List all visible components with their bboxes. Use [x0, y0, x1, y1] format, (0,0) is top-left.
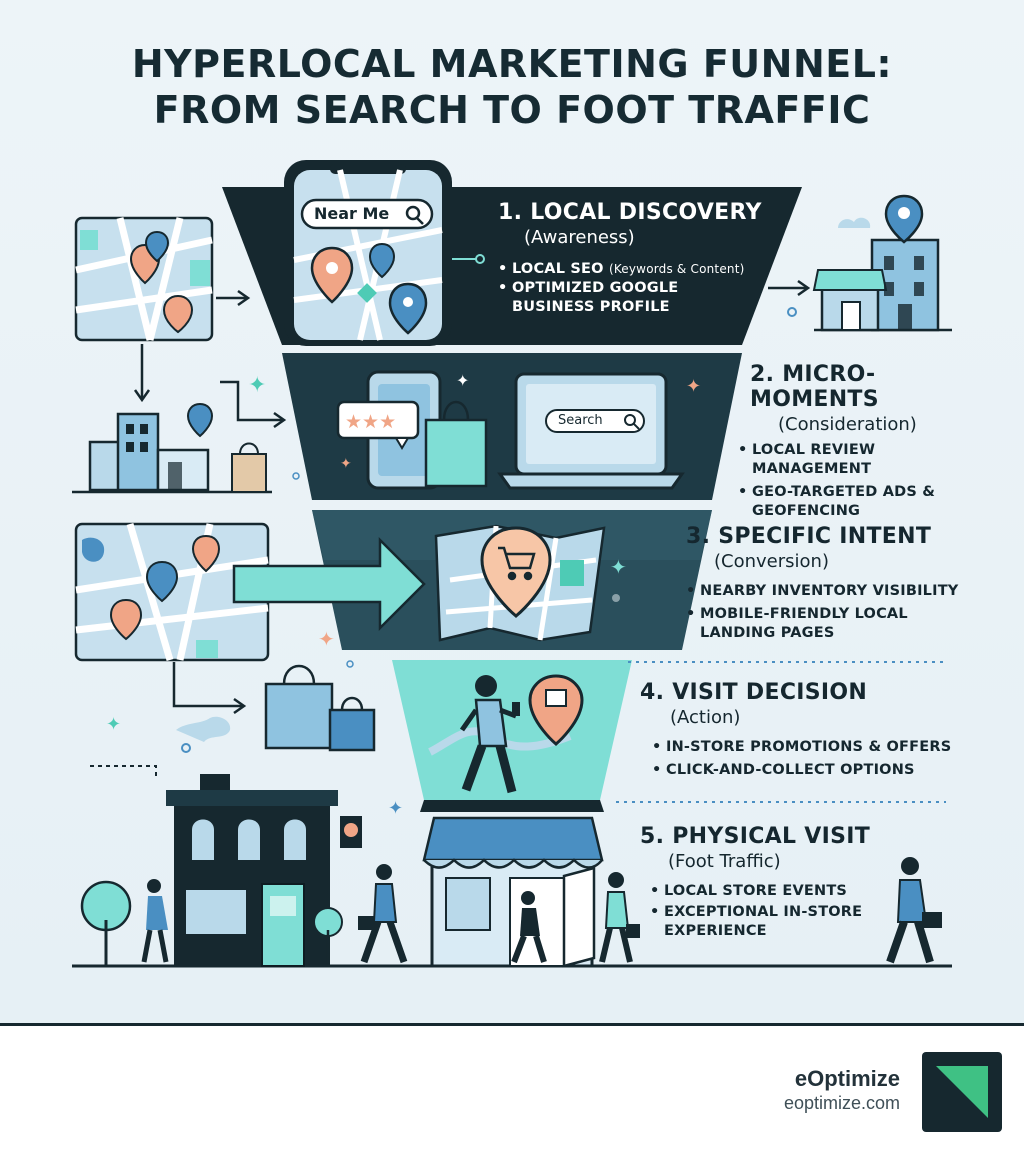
sparkle-icon: ✦ — [248, 373, 266, 398]
stage-bullet: MOBILE-FRIENDLY LOCAL LANDING PAGES — [686, 605, 940, 643]
stage-bullet: OPTIMIZED GOOGLE BUSINESS PROFILE — [498, 279, 712, 317]
svg-text:✦: ✦ — [456, 371, 469, 390]
folded-map-icon — [434, 524, 606, 642]
person-icon — [358, 864, 408, 964]
stage-subtitle: (Foot Traffic) — [668, 851, 781, 872]
stage-3: 3. SPECIFIC INTENT (Conversion) NEARBY I… — [686, 524, 986, 643]
map-icon — [74, 216, 214, 342]
phone-icon — [284, 160, 452, 346]
shopping-bag-icon — [424, 400, 488, 488]
store-icon — [812, 238, 952, 332]
stage-bullet: LOCAL SEO (Keywords & Content) — [498, 260, 798, 279]
stage-heading: 3. SPECIFIC INTENT — [686, 524, 932, 549]
person-icon — [141, 879, 169, 963]
map-pin-icon — [368, 242, 396, 279]
funnel-illustration: ✦ ★★★ ✦ ✦ ✦ — [72, 160, 952, 968]
svg-text:✦: ✦ — [388, 798, 403, 819]
map-icon — [74, 522, 270, 662]
person-icon — [599, 872, 640, 963]
brand-url[interactable]: eoptimize.com — [783, 1093, 900, 1113]
brand-name: eOptimize — [794, 1066, 900, 1091]
svg-text:✦: ✦ — [106, 714, 121, 735]
page-title-line-1: HYPERLOCAL MARKETING FUNNEL: — [131, 42, 893, 86]
tree-icon — [313, 907, 343, 966]
review-bubble-icon: ★★★ — [336, 400, 420, 450]
stage-subtitle: (Action) — [670, 707, 741, 728]
stage-subtitle: (Consideration) — [778, 414, 917, 435]
svg-text:✦: ✦ — [318, 627, 335, 651]
svg-text:✦: ✦ — [610, 555, 627, 579]
stage-1: 1. LOCAL DISCOVERY (Awareness) LOCAL SEO… — [498, 200, 798, 317]
stage-bullet: IN-STORE PROMOTIONS & OFFERS — [652, 738, 960, 757]
stage-4: 4. VISIT DECISION (Action) IN-STORE PROM… — [640, 680, 960, 780]
stage-bullet: LOCAL STORE EVENTS — [650, 882, 940, 901]
tree-icon — [80, 880, 132, 966]
store-pin-icon — [528, 674, 584, 746]
svg-text:✦: ✦ — [686, 376, 701, 397]
shopping-cart-icon — [498, 546, 536, 581]
footer — [0, 1026, 1024, 1154]
buildings-icon — [72, 412, 272, 494]
stage-bullet: GEO-TARGETED ADS & GEOFENCING — [738, 483, 962, 521]
stage-bullet: LOCAL REVIEW MANAGEMENT — [738, 441, 912, 479]
stage-heading: 2. MICRO-MOMENTS — [750, 362, 879, 412]
brand-logo-icon — [922, 1052, 1002, 1132]
stage-bullet: CLICK-AND-COLLECT OPTIONS — [652, 761, 960, 780]
stage-heading: 5. PHYSICAL VISIT — [640, 824, 871, 849]
page-title-line-2: FROM SEARCH TO FOOT TRAFFIC — [153, 88, 871, 132]
stage-subtitle: (Conversion) — [714, 551, 829, 572]
stage-bullet: NEARBY INVENTORY VISIBILITY — [686, 582, 986, 601]
storefront-icon — [422, 816, 604, 968]
laptop-icon — [497, 372, 685, 490]
search-icon — [405, 205, 421, 221]
stage-subtitle: (Awareness) — [524, 227, 635, 248]
stage-bullet: EXCEPTIONAL IN-STORE EXPERIENCE — [650, 903, 884, 941]
map-pin-icon — [388, 282, 428, 335]
star-icon: ★★★ — [345, 411, 396, 433]
stage-heading: 4. VISIT DECISION — [640, 680, 868, 705]
building-icon — [166, 774, 362, 967]
person-walking-icon — [428, 675, 572, 794]
search-input[interactable]: Search — [558, 413, 603, 428]
map-pin-icon — [310, 246, 354, 304]
search-input[interactable]: Near Me — [314, 204, 390, 223]
stage-2: 2. MICRO-MOMENTS (Consideration) LOCAL R… — [738, 362, 998, 521]
search-icon — [624, 414, 636, 426]
svg-text:✦: ✦ — [340, 456, 352, 472]
shopping-bag-icon — [264, 664, 376, 752]
arrow-right-icon — [232, 536, 426, 632]
stage-heading: 1. LOCAL DISCOVERY — [498, 200, 762, 225]
footer-divider — [0, 1023, 1024, 1026]
stage-5: 5. PHYSICAL VISIT (Foot Traffic) LOCAL S… — [640, 824, 940, 941]
